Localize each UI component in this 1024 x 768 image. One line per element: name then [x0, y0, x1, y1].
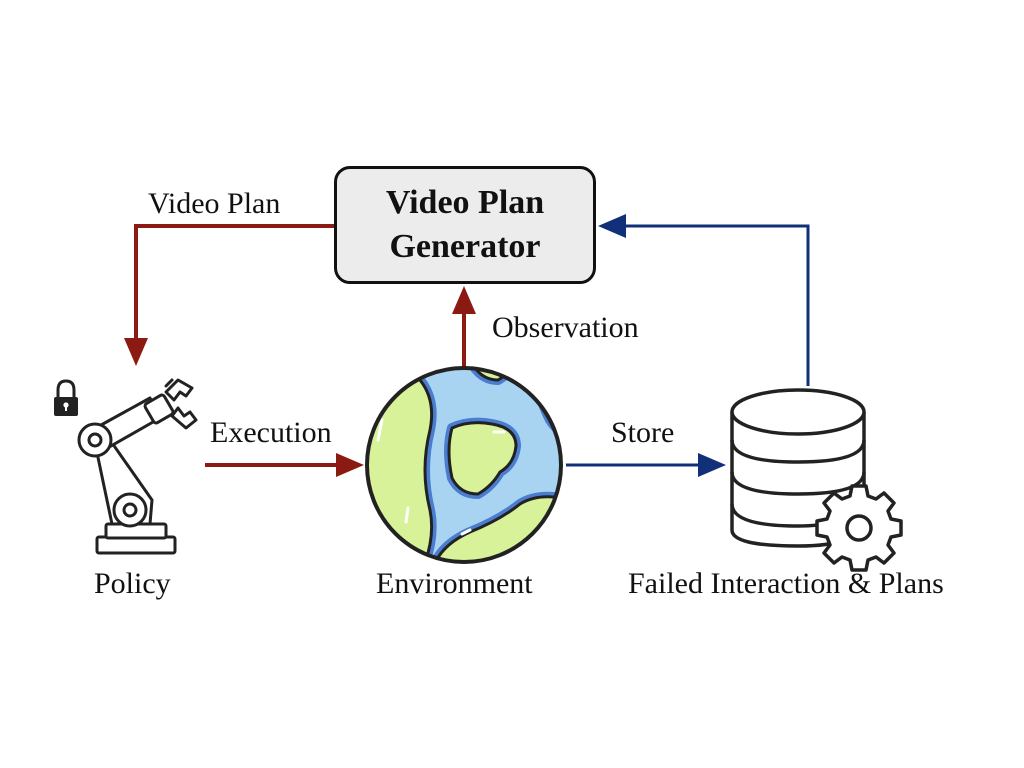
environment-label: Environment	[376, 567, 533, 600]
video-plan-generator-box: Video Plan Generator	[334, 166, 596, 284]
observation-arrow	[452, 286, 476, 368]
failed-interaction-label: Failed Interaction & Plans	[628, 567, 944, 600]
observation-label: Observation	[492, 311, 639, 344]
feedback-arrow	[598, 214, 810, 386]
generator-title-line1: Video Plan	[385, 184, 545, 221]
store-label: Store	[611, 416, 675, 449]
policy-label: Policy	[94, 567, 171, 600]
execution-label: Execution	[210, 416, 332, 449]
video-plan-label: Video Plan	[148, 187, 281, 220]
store-arrow	[566, 453, 726, 477]
video-plan-arrow	[124, 224, 334, 366]
execution-arrow	[205, 453, 364, 477]
generator-title-line2: Generator	[389, 228, 541, 265]
